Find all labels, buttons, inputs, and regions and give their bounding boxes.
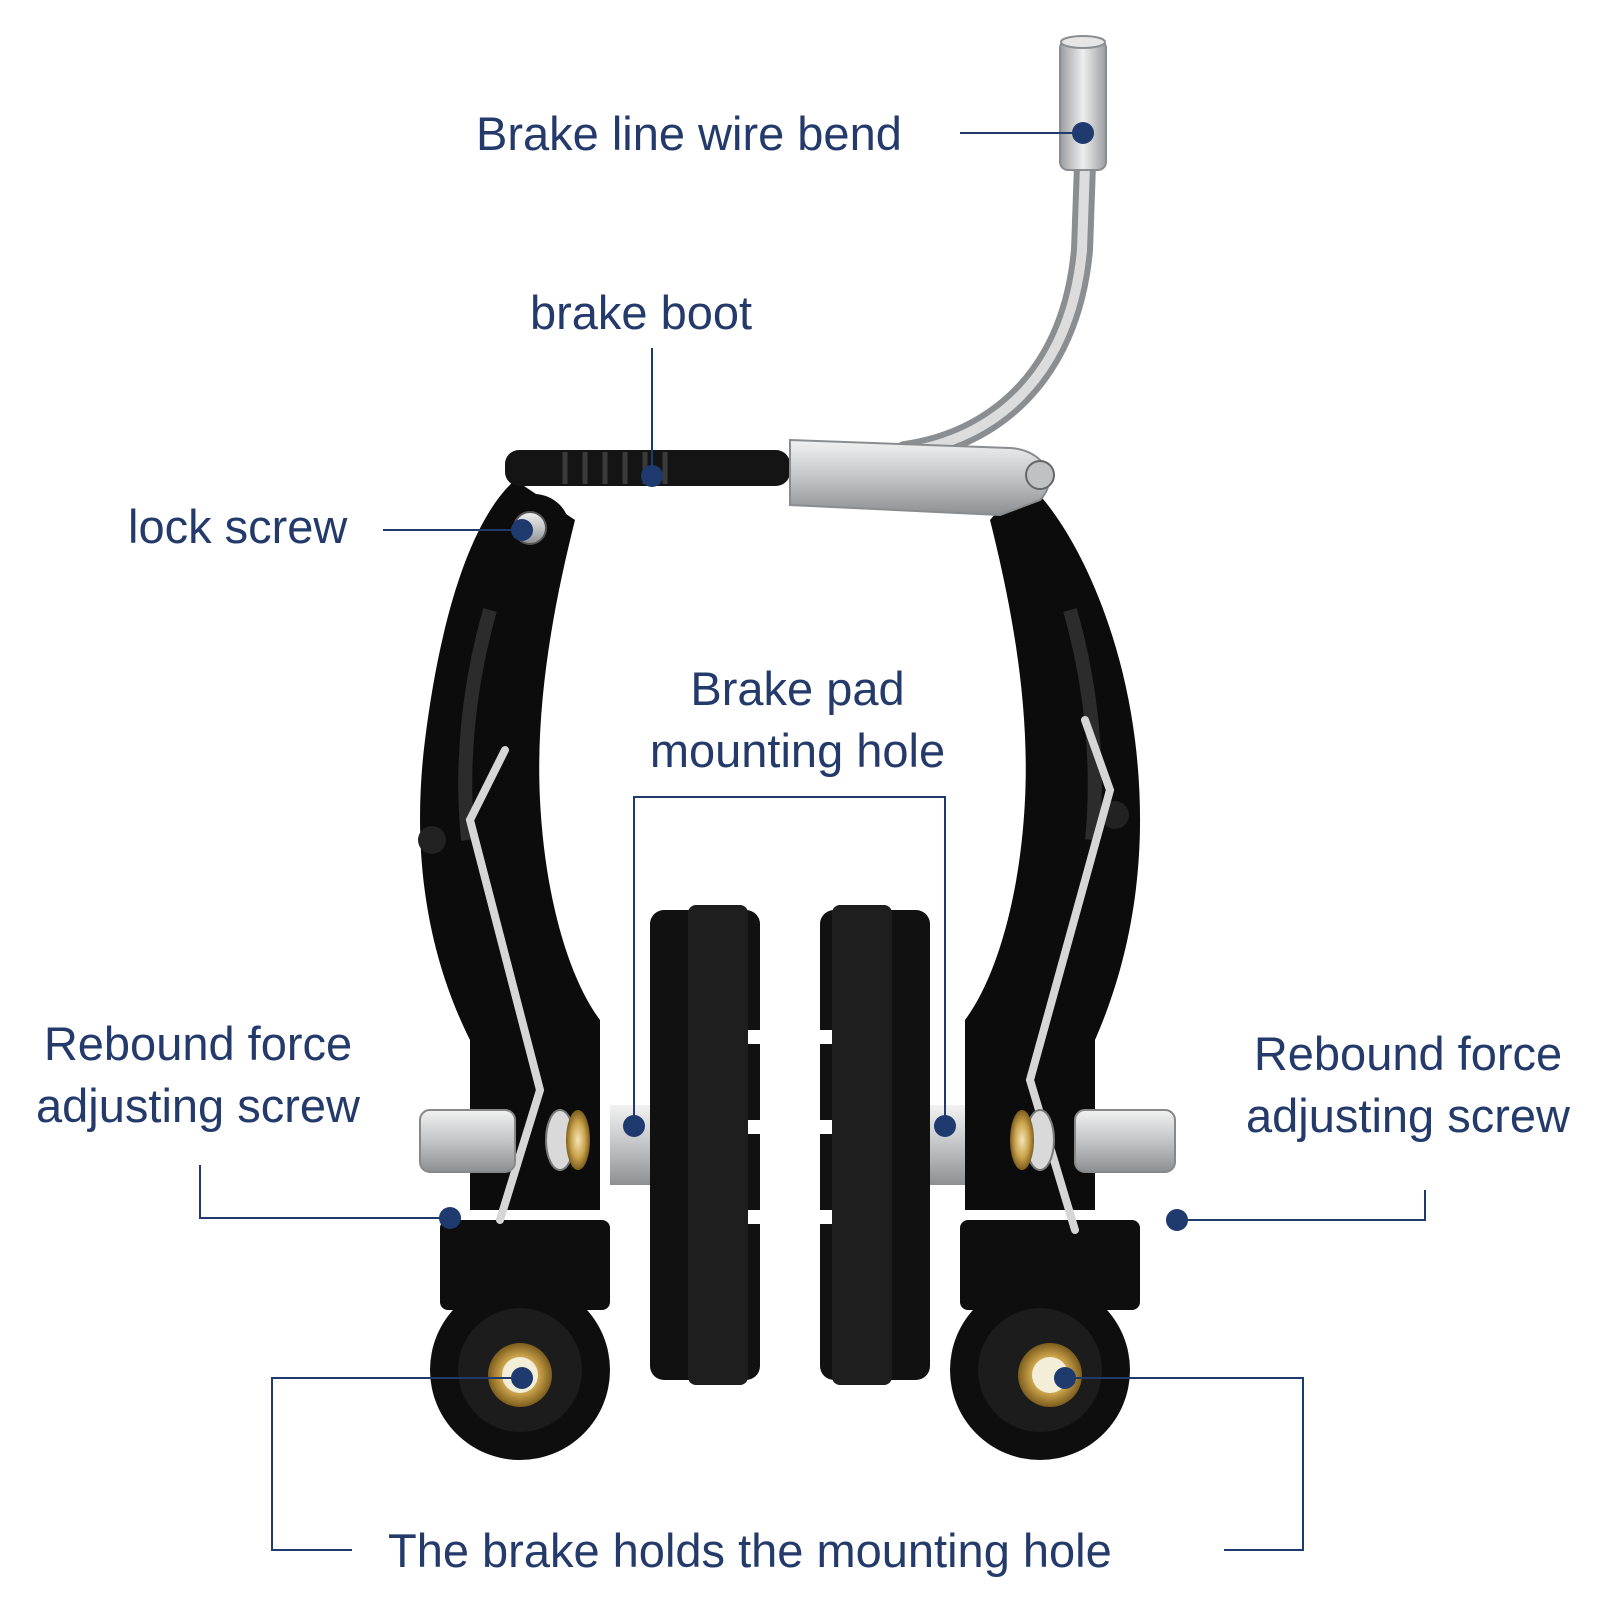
label-brake-pad-line1: Brake pad (690, 662, 905, 715)
marker-lock-screw (511, 519, 533, 541)
marker-dots (439, 122, 1188, 1389)
marker-pad-hole-left (623, 1115, 645, 1137)
noodle-tube (894, 35, 1107, 463)
label-brake-boot: brake boot (530, 286, 753, 339)
label-brake-pad-mounting-hole: Brake pad mounting hole (630, 658, 965, 782)
brake-pad-right (812, 905, 930, 1385)
label-rebound-right: Rebound force adjusting screw (1228, 1023, 1588, 1147)
link-lever (789, 438, 1055, 517)
marker-wire-bend (1072, 122, 1094, 144)
marker-rebound-right (1166, 1209, 1188, 1231)
label-rebound-right-line1: Rebound force (1253, 1027, 1563, 1080)
leader-lines (199, 132, 1426, 1551)
label-lock-screw: lock screw (128, 500, 348, 553)
marker-pad-hole-right (934, 1115, 956, 1137)
adjust-screw-right (1010, 1109, 1176, 1173)
label-rebound-right-line2: adjusting screw (1246, 1089, 1570, 1143)
label-rebound-left: Rebound force adjusting screw (18, 1013, 378, 1137)
marker-brake-boot (641, 465, 663, 487)
marker-mount-right (1054, 1367, 1076, 1389)
marker-mount-left (511, 1367, 533, 1389)
left-brake-arm (418, 480, 610, 1460)
adjust-screw-left (419, 1109, 590, 1173)
right-brake-arm (950, 480, 1141, 1460)
label-brake-pad-line2: mounting hole (649, 724, 946, 778)
label-rebound-left-line2: adjusting screw (36, 1079, 360, 1133)
label-brake-holds-mounting-hole: The brake holds the mounting hole (388, 1524, 1112, 1577)
marker-rebound-left (439, 1207, 461, 1229)
label-rebound-left-line1: Rebound force (43, 1017, 353, 1070)
brake-pad-left (650, 905, 768, 1385)
label-brake-line-wire-bend: Brake line wire bend (476, 107, 902, 160)
